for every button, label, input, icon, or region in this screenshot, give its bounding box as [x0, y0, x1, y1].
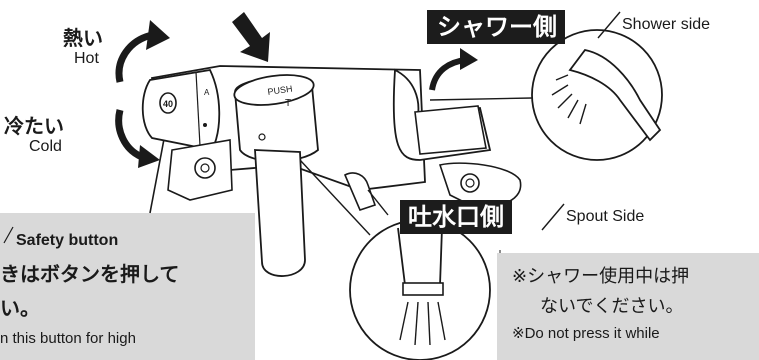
push-arrow-icon — [232, 12, 270, 62]
shower-spray-lines — [551, 74, 587, 125]
note-callout-line1: ※シャワー使用中は押 — [512, 266, 690, 287]
push-label: PUSH — [267, 84, 293, 97]
shower-side-en: Shower side — [622, 16, 711, 33]
spout-side-badge: 吐水口側 — [400, 200, 512, 234]
safety-button — [159, 92, 177, 114]
shower-rotate-arrow-head — [460, 48, 478, 70]
shower-zoom-leader — [429, 97, 533, 101]
shower-head-icon — [568, 49, 662, 142]
safety-callout-line2: い。 — [0, 296, 40, 320]
spout-zoom-leader — [299, 159, 371, 236]
spout-outlet-icon — [397, 227, 443, 286]
safety-callout-title: Safety button — [16, 232, 119, 249]
valve-screw — [258, 133, 266, 141]
hot-label-en: Hot — [74, 50, 99, 67]
right-mount-hole — [465, 178, 475, 188]
note-callout-line3: ※Do not press it while — [512, 325, 660, 342]
left-mount-hole — [200, 163, 210, 173]
left-mount — [167, 139, 233, 201]
cold-arrow-head — [138, 145, 160, 168]
hose-line — [367, 189, 389, 216]
push-valve-top — [233, 74, 315, 106]
spout-side-slash — [541, 203, 565, 231]
cold-label-en: Cold — [29, 138, 62, 155]
cold-label-jp: 冷たい — [4, 114, 64, 138]
left-mount-nut — [194, 157, 216, 179]
cold-arrow-icon — [115, 109, 144, 161]
hot-arrow-icon — [115, 31, 153, 83]
shower-side-slash — [597, 11, 621, 39]
safety-callout-panel — [0, 213, 255, 360]
spout — [254, 149, 306, 277]
safety-button-number: 40 — [163, 99, 173, 109]
spout-side-en: Spout Side — [566, 208, 645, 225]
spout-outlet-ring — [402, 282, 444, 296]
hot-label-jp: 熱い — [63, 26, 103, 50]
dial-mark-a: A — [204, 88, 210, 97]
temperature-knob — [141, 69, 221, 152]
hose-connector — [343, 172, 377, 211]
right-mount-nut — [460, 173, 480, 193]
shower-side-badge: シャワー側 — [427, 10, 565, 44]
safety-callout-line3: n this button for high — [0, 330, 136, 347]
safety-title-slash — [3, 226, 14, 244]
hot-arrow-head — [146, 20, 170, 50]
knob-ridge — [195, 71, 201, 147]
dial-dot — [203, 123, 207, 127]
note-callout-panel — [497, 253, 759, 360]
shower-zoom-circle — [531, 29, 663, 161]
shower-outlet-cap — [414, 105, 487, 155]
spout-water-lines — [399, 301, 446, 346]
note-callout-line2: ないでください。 — [540, 296, 684, 317]
push-t-mark: T — [285, 98, 291, 109]
safety-callout-line1: きはボタンを押して — [0, 262, 180, 286]
